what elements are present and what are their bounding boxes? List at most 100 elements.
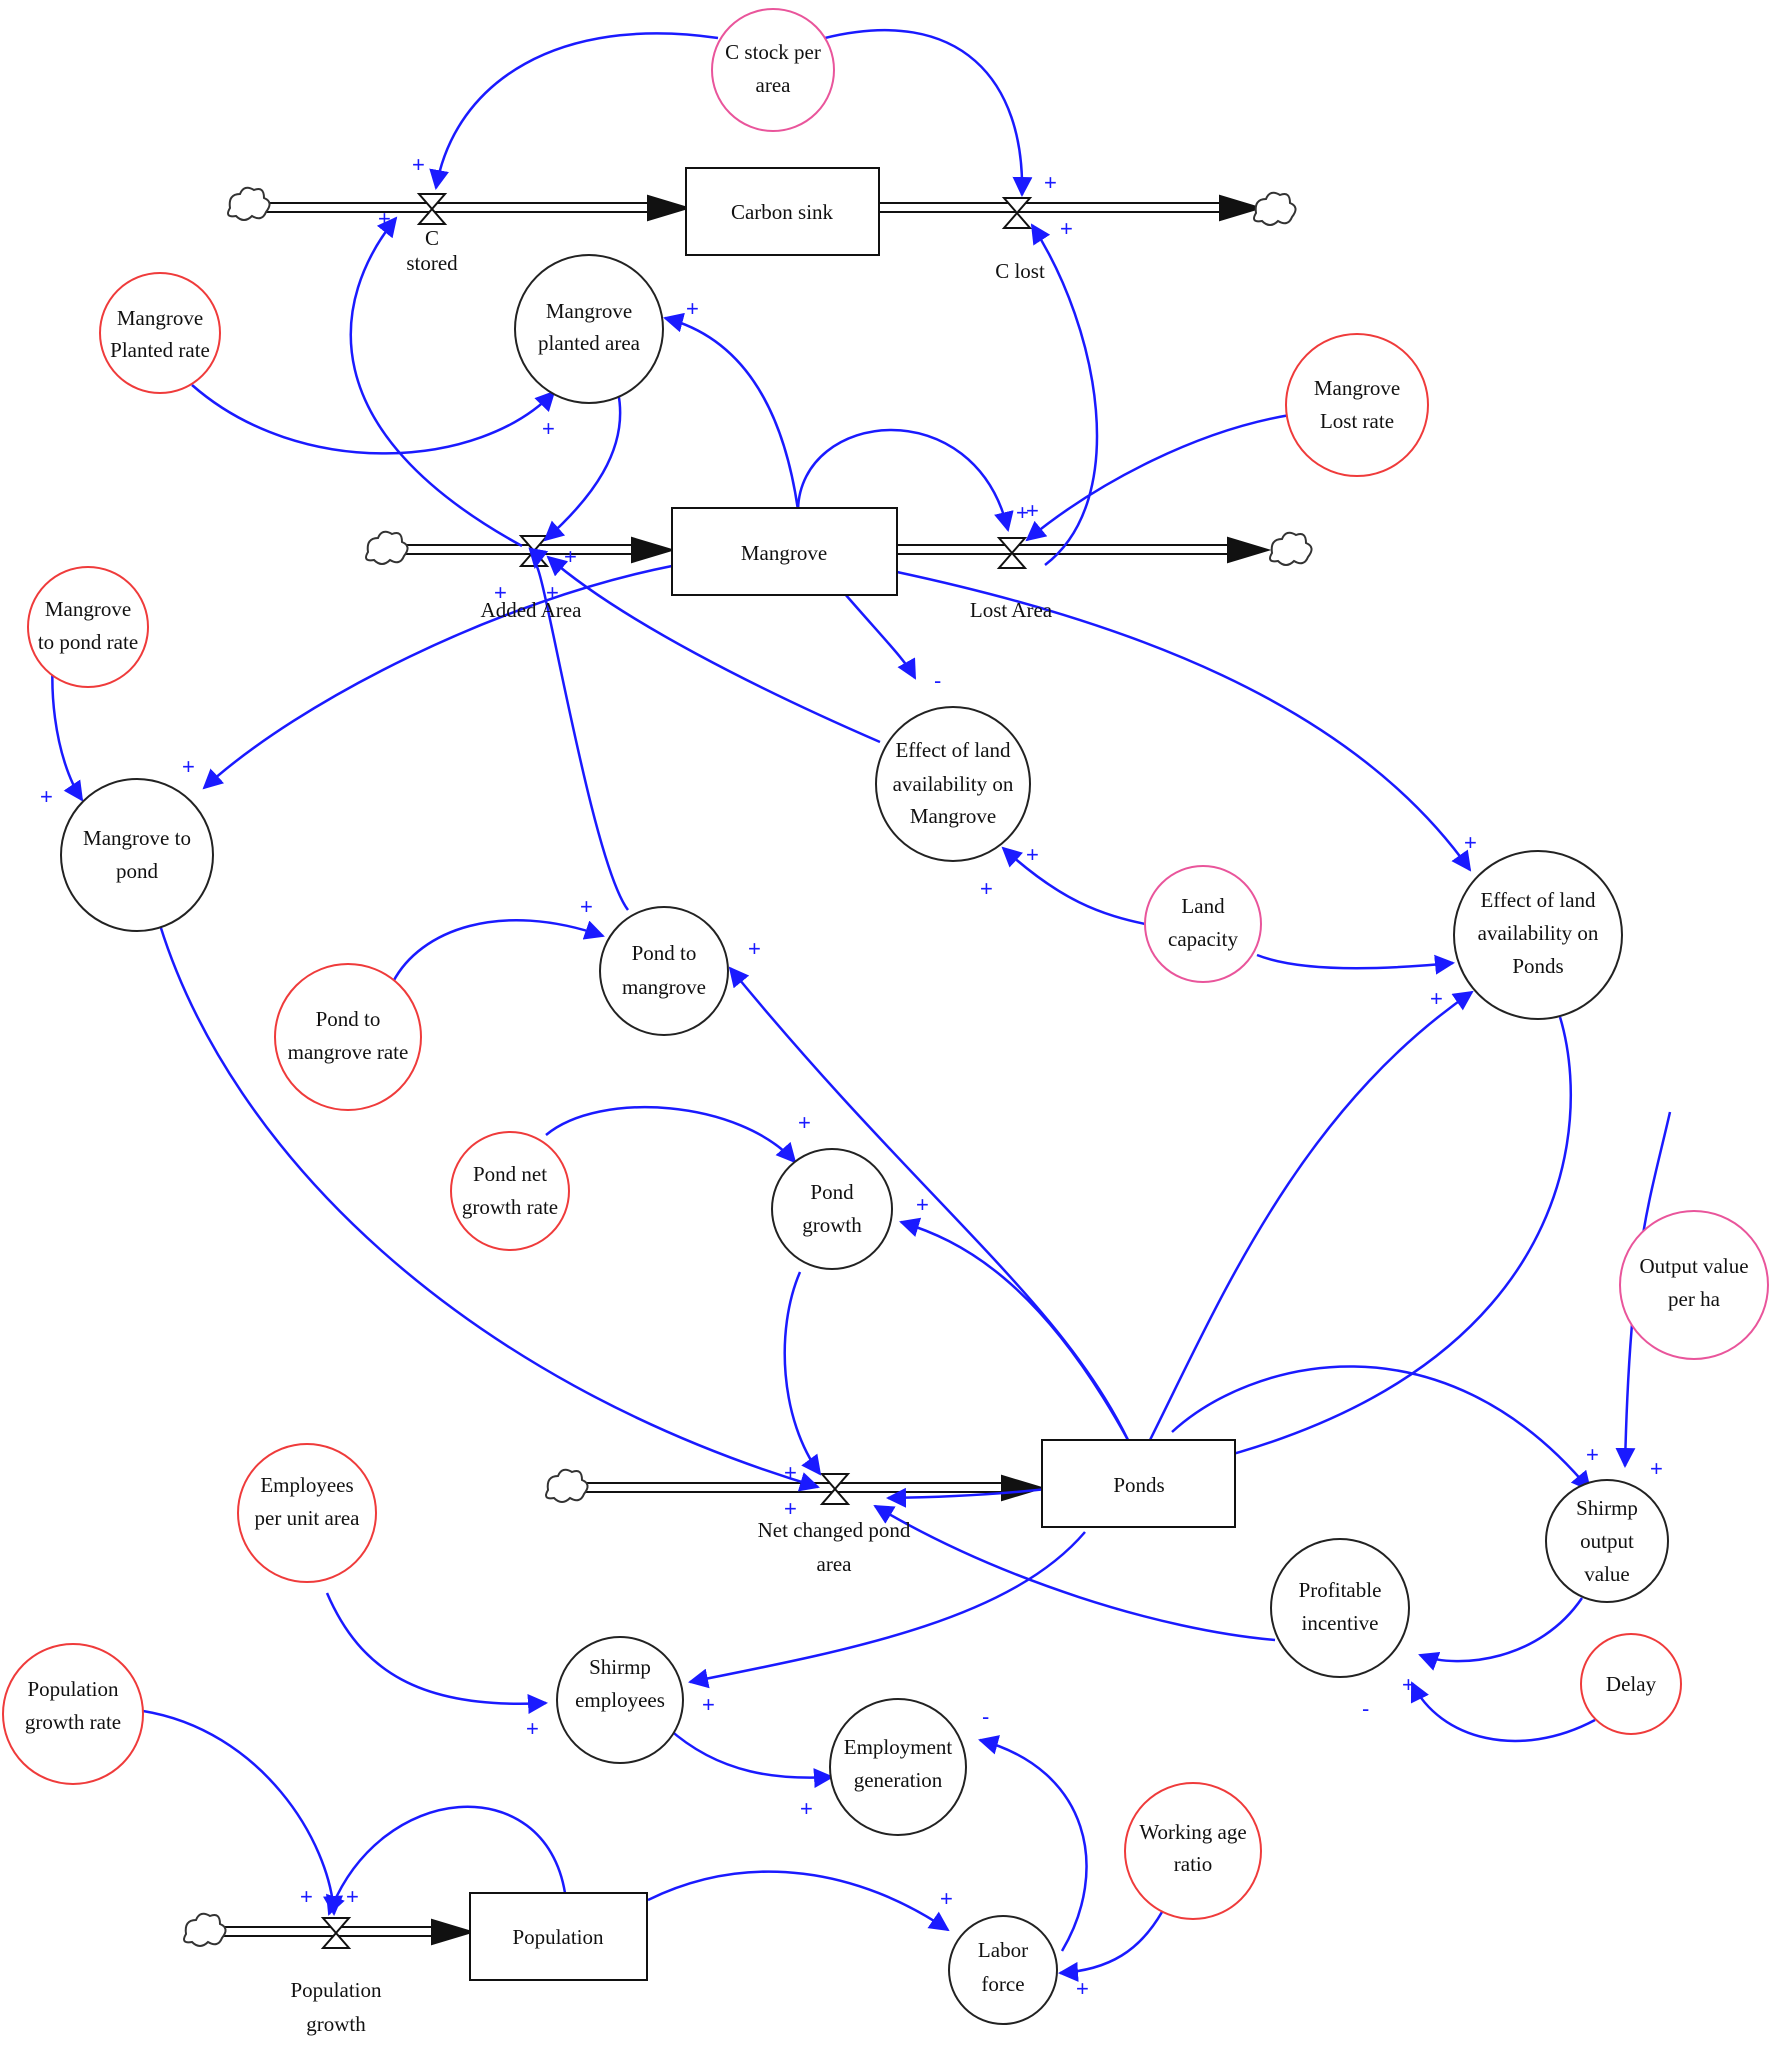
cloud-icon: [227, 186, 271, 221]
svg-text:+: +: [1464, 830, 1477, 855]
var-shrimp-employees: Shirmp employees: [556, 1636, 684, 1764]
var-land-capacity: Land capacity: [1144, 865, 1262, 983]
cloud-icon: [365, 530, 409, 565]
var-c-stock-per-area: C stock per area: [711, 8, 835, 132]
svg-text:generation: generation: [854, 1768, 943, 1792]
svg-text:Pond to: Pond to: [316, 1007, 381, 1031]
svg-text:+: +: [916, 1192, 929, 1217]
cloud-icon: [545, 1468, 589, 1503]
var-mangrove-lost-rate: Mangrove Lost rate: [1285, 333, 1429, 477]
svg-text:+: +: [980, 876, 993, 901]
svg-text:growth rate: growth rate: [462, 1195, 558, 1219]
svg-text:+: +: [686, 296, 699, 321]
svg-text:Mangrove: Mangrove: [1314, 376, 1400, 400]
svg-text:growth: growth: [802, 1213, 862, 1237]
var-mangrove-to-pond-rate: Mangrove to pond rate: [27, 566, 149, 688]
valve-icon: [1001, 197, 1033, 229]
stock-ponds: Ponds: [1041, 1439, 1236, 1528]
svg-text:+: +: [1026, 498, 1039, 523]
cloud-icon: [1253, 191, 1297, 226]
var-pond-net-growth-rate: Pond net growth rate: [450, 1131, 570, 1251]
svg-text:Mangrove: Mangrove: [45, 597, 131, 621]
var-pond-to-mangrove-rate: Pond to mangrove rate: [274, 963, 422, 1111]
svg-text:Output value: Output value: [1639, 1254, 1748, 1278]
svg-text:output: output: [1580, 1529, 1634, 1553]
svg-text:value: value: [1584, 1562, 1629, 1586]
svg-text:C lost: C lost: [995, 259, 1045, 283]
svg-text:Mangrove: Mangrove: [546, 299, 632, 323]
svg-text:+: +: [546, 580, 559, 605]
var-effect-land-mangrove: Effect of land availability on Mangrove: [875, 706, 1031, 862]
svg-text:C stock per: C stock per: [725, 40, 821, 64]
stock-label: Ponds: [1113, 1473, 1164, 1497]
svg-text:+: +: [1650, 1456, 1663, 1481]
svg-text:force: force: [981, 1972, 1024, 1996]
svg-text:+: +: [1430, 986, 1443, 1011]
stock-label: Population: [512, 1925, 604, 1949]
svg-text:Delay: Delay: [1606, 1672, 1657, 1696]
svg-text:+: +: [1586, 1442, 1599, 1467]
cloud-icon: [1269, 531, 1313, 566]
stock-carbon-sink: Carbon sink: [685, 167, 880, 256]
flow-label-added-area: Added Area: [481, 598, 583, 622]
svg-text:planted area: planted area: [538, 331, 641, 355]
svg-text:Mangrove: Mangrove: [910, 804, 996, 828]
svg-text:Effect of land: Effect of land: [1480, 888, 1596, 912]
svg-text:growth rate: growth rate: [25, 1710, 121, 1734]
svg-text:+: +: [1044, 170, 1057, 195]
svg-text:+: +: [40, 784, 53, 809]
svg-text:ratio: ratio: [1174, 1852, 1212, 1876]
var-profitable-incentive: Profitable incentive: [1270, 1538, 1410, 1678]
svg-text:per unit area: per unit area: [255, 1506, 361, 1530]
svg-text:+: +: [748, 936, 761, 961]
svg-text:+: +: [800, 1796, 813, 1821]
var-output-value-per-ha: Output value per ha: [1619, 1210, 1769, 1360]
svg-text:Mangrove: Mangrove: [117, 306, 203, 330]
valve-icon: [518, 535, 550, 567]
flow-label-lost-area: Lost Area: [970, 598, 1053, 622]
svg-text:capacity: capacity: [1168, 927, 1238, 951]
svg-text:Net changed pond: Net changed pond: [758, 1518, 911, 1542]
var-pond-to-mangrove: Pond to mangrove: [599, 906, 729, 1036]
svg-text:Labor: Labor: [978, 1938, 1028, 1962]
polarity-signs: + + + + + + + + + + + - + + + + + + + + …: [40, 152, 1663, 2001]
svg-text:C: C: [425, 226, 439, 250]
svg-text:Effect of land: Effect of land: [895, 738, 1011, 762]
valve-icon: [320, 1917, 352, 1949]
cloud-icon: [183, 1912, 227, 1947]
svg-text:+: +: [784, 1460, 797, 1485]
svg-text:+: +: [494, 580, 507, 605]
svg-text:+: +: [1026, 842, 1039, 867]
svg-text:area: area: [756, 73, 792, 97]
svg-text:Lost Area: Lost Area: [970, 598, 1053, 622]
svg-text:+: +: [300, 1884, 313, 1909]
svg-text:+: +: [798, 1110, 811, 1135]
svg-text:+: +: [1402, 1672, 1415, 1697]
flow-label-net-change-pond-area: Net changed pond area: [758, 1518, 911, 1576]
svg-text:+: +: [378, 206, 391, 231]
svg-text:Land: Land: [1181, 894, 1225, 918]
svg-text:Employment: Employment: [844, 1735, 953, 1759]
svg-text:Population: Population: [290, 1978, 382, 2002]
svg-text:+: +: [412, 152, 425, 177]
svg-text:per ha: per ha: [1668, 1287, 1721, 1311]
svg-text:+: +: [182, 754, 195, 779]
svg-text:Lost rate: Lost rate: [1320, 409, 1394, 433]
stock-mangrove: Mangrove: [671, 507, 898, 596]
var-employment-generation: Employment generation: [829, 1698, 967, 1836]
svg-text:availability on: availability on: [893, 772, 1014, 796]
svg-text:Shirmp: Shirmp: [589, 1655, 651, 1679]
svg-text:pond: pond: [116, 859, 159, 883]
svg-text:+: +: [580, 894, 593, 919]
var-delay: Delay: [1580, 1633, 1682, 1735]
valve-icon: [819, 1473, 851, 1505]
var-shrimp-output-value: Shirmp output value: [1545, 1479, 1669, 1603]
svg-text:Planted rate: Planted rate: [110, 338, 210, 362]
svg-text:Population: Population: [27, 1677, 119, 1701]
svg-text:+: +: [1016, 500, 1029, 525]
svg-text:area: area: [817, 1552, 853, 1576]
svg-text:Mangrove to: Mangrove to: [83, 826, 191, 850]
svg-text:Pond to: Pond to: [632, 941, 697, 965]
svg-text:availability on: availability on: [1478, 921, 1599, 945]
